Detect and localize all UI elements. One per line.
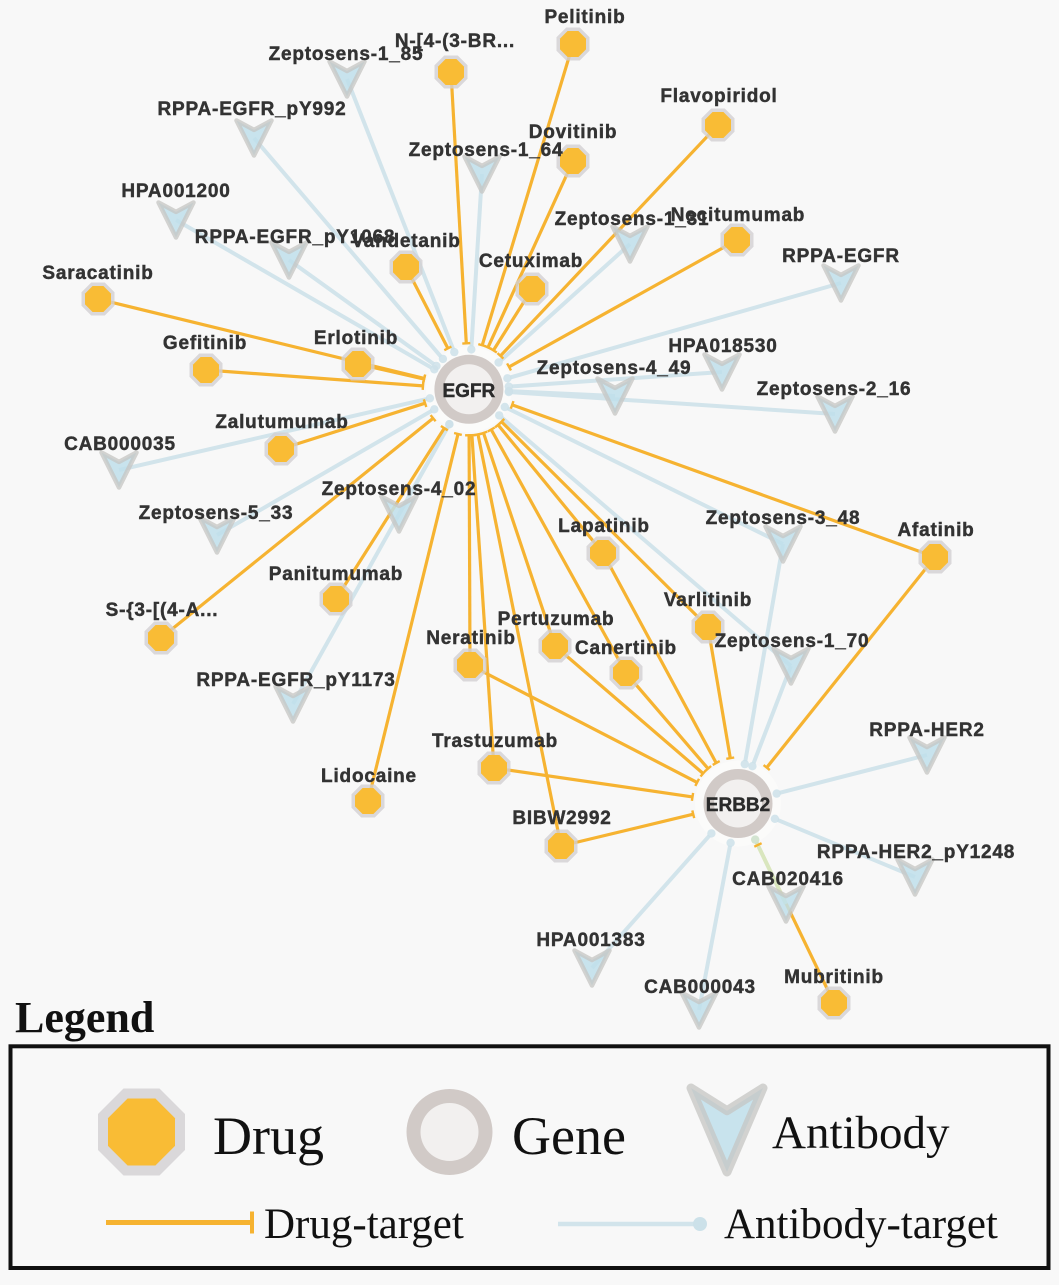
svg-text:Erlotinib: Erlotinib: [314, 328, 398, 349]
svg-text:Gefitinib: Gefitinib: [163, 333, 247, 354]
svg-text:HPA018530: HPA018530: [668, 336, 777, 357]
svg-text:Canertinib: Canertinib: [575, 638, 677, 659]
svg-text:Trastuzumab: Trastuzumab: [432, 731, 558, 752]
svg-text:S-{3-[(4-A...: S-{3-[(4-A...: [106, 600, 219, 621]
svg-text:N-[4-(3-BR...: N-[4-(3-BR...: [395, 31, 515, 52]
svg-text:Cetuximab: Cetuximab: [479, 251, 583, 272]
svg-text:Flavopiridol: Flavopiridol: [660, 86, 777, 107]
svg-text:Zeptosens-4_02: Zeptosens-4_02: [322, 479, 477, 500]
svg-text:HPA001200: HPA001200: [121, 181, 230, 202]
svg-text:Zeptosens-2_16: Zeptosens-2_16: [757, 379, 912, 400]
svg-text:CAB020416: CAB020416: [732, 869, 844, 890]
svg-text:ERBB2: ERBB2: [706, 795, 770, 816]
svg-text:HPA001383: HPA001383: [536, 930, 645, 951]
svg-text:CAB000035: CAB000035: [64, 434, 176, 455]
svg-text:EGFR: EGFR: [443, 381, 496, 402]
svg-text:RPPA-EGFR: RPPA-EGFR: [782, 246, 900, 267]
svg-text:Pertuzumab: Pertuzumab: [498, 609, 615, 630]
svg-text:Drug-target: Drug-target: [264, 1201, 464, 1248]
svg-text:Zeptosens-3_48: Zeptosens-3_48: [706, 508, 861, 529]
svg-text:Saracatinib: Saracatinib: [42, 263, 153, 284]
svg-text:Zeptosens-1_31: Zeptosens-1_31: [555, 209, 710, 230]
svg-text:Panitumumab: Panitumumab: [269, 564, 403, 585]
svg-text:Drug: Drug: [213, 1106, 324, 1166]
svg-text:Pelitinib: Pelitinib: [544, 7, 625, 28]
svg-text:CAB000043: CAB000043: [644, 977, 756, 998]
svg-text:Antibody-target: Antibody-target: [724, 1201, 998, 1248]
svg-text:Zalutumumab: Zalutumumab: [215, 412, 348, 433]
svg-text:Lidocaine: Lidocaine: [321, 766, 417, 787]
svg-text:Legend: Legend: [15, 993, 154, 1042]
svg-text:RPPA-EGFR_pY992: RPPA-EGFR_pY992: [157, 99, 346, 120]
svg-text:Zeptosens-4_49: Zeptosens-4_49: [537, 358, 692, 379]
svg-text:Gene: Gene: [512, 1106, 626, 1166]
svg-text:Mubritinib: Mubritinib: [784, 967, 884, 988]
svg-text:Neratinib: Neratinib: [426, 628, 516, 649]
svg-text:Necitumumab: Necitumumab: [671, 205, 805, 226]
svg-text:Vandetanib: Vandetanib: [351, 231, 460, 252]
svg-text:RPPA-EGFR_pY1173: RPPA-EGFR_pY1173: [196, 670, 395, 691]
svg-text:Afatinib: Afatinib: [897, 520, 974, 541]
svg-text:BIBW2992: BIBW2992: [512, 808, 611, 829]
svg-text:Dovitinib: Dovitinib: [529, 122, 617, 143]
svg-text:Zeptosens-1_64: Zeptosens-1_64: [409, 140, 564, 161]
svg-text:Lapatinib: Lapatinib: [558, 516, 650, 537]
svg-text:Varlitinib: Varlitinib: [664, 590, 752, 611]
svg-text:RPPA-HER2_pY1248: RPPA-HER2_pY1248: [817, 842, 1015, 863]
svg-text:Zeptosens-5_33: Zeptosens-5_33: [139, 503, 294, 524]
svg-text:Zeptosens-1_70: Zeptosens-1_70: [715, 631, 870, 652]
svg-text:Zeptosens-1_85: Zeptosens-1_85: [269, 44, 424, 65]
svg-text:RPPA-HER2: RPPA-HER2: [869, 720, 985, 741]
svg-text:RPPA-EGFR_pY1068: RPPA-EGFR_pY1068: [195, 227, 395, 248]
svg-text:Antibody: Antibody: [772, 1107, 950, 1159]
